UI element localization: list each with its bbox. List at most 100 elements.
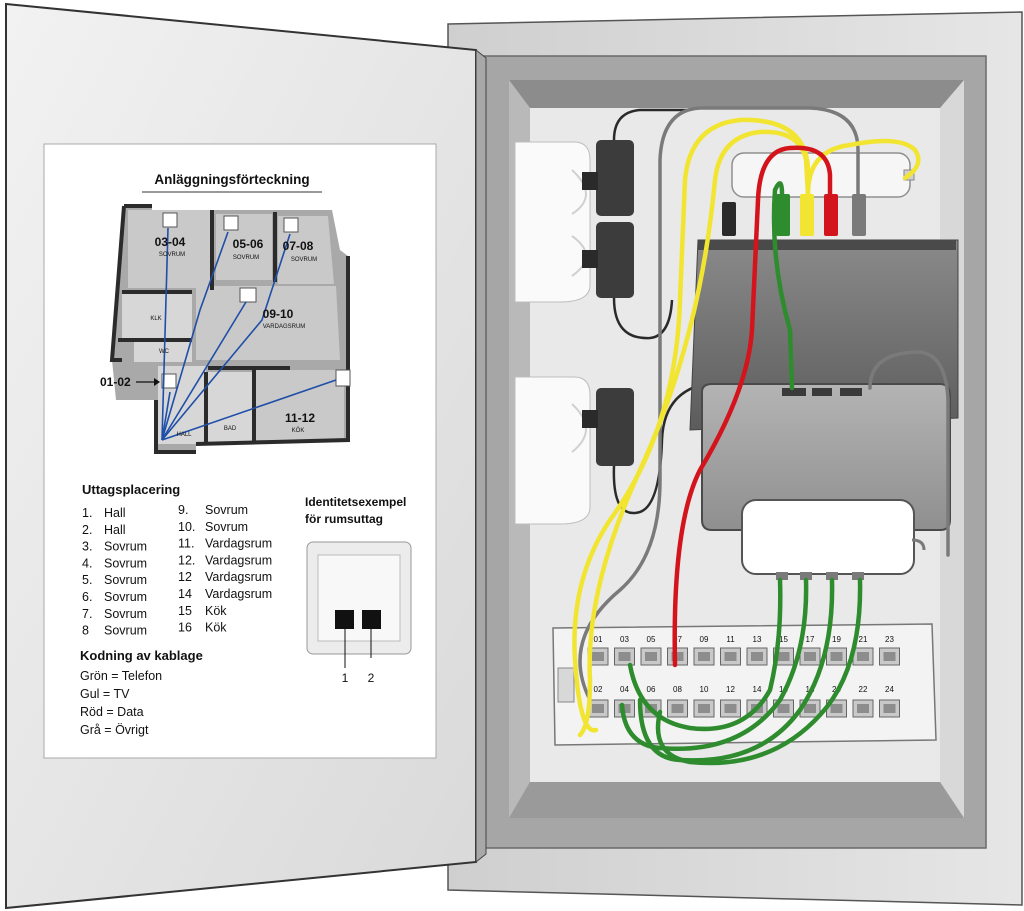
coding-heading: Kodning av kablage [80,648,203,663]
rj45-port [614,647,635,666]
port-number: 23 [885,635,894,644]
placement-right-number: 14 [178,587,192,601]
room-0708 [278,216,334,284]
port-number: 17 [806,635,815,644]
identity-heading-1: Identitetsexempel [305,495,406,509]
rj45-port [852,699,874,718]
room-name-hall: HALL [176,432,192,438]
placement-left-room: Sovrum [104,573,147,587]
socket-port-2 [362,610,381,629]
port-number: 22 [859,685,868,694]
yellow-cables [572,117,921,738]
placement-right-number: 16 [178,621,192,635]
room-name-0304: SOVRUM [159,252,185,258]
placement-left-number: 6. [82,590,92,604]
coding-item: Grå = Övrigt [80,723,149,737]
room-label-0910: 09-10 [263,307,294,321]
rj45-port [587,647,609,666]
placement-right-number: 11. [178,537,194,551]
rj45-port [746,647,768,666]
plan-socket-0102 [161,373,177,389]
room-label-0708: 07-08 [283,239,314,253]
placement-left-number: 1. [82,506,92,520]
room-name-0708: SOVRUM [291,257,317,263]
port-number: 04 [620,685,629,694]
placement-right-room: Sovrum [205,503,248,517]
placement-right-room: Vardagsrum [205,553,272,567]
socket-callout-label: 01-02 [100,375,131,389]
plan-socket-0910 [239,287,257,303]
connector-green [776,194,790,236]
room-0304 [128,210,210,288]
room-name-0506: SOVRUM [233,255,259,261]
connector-gray [852,194,866,236]
patch-panel-body [552,623,937,746]
port-number: 14 [753,685,762,694]
rj45-port [826,647,847,666]
rj45-port [799,647,821,666]
placement-left-room: Sovrum [104,590,147,604]
placement-left-number: 3. [82,540,92,554]
rj45-port [720,699,741,718]
placement-left-number: 8 [82,624,89,638]
room-label-1112: 11-12 [285,411,315,425]
port-number: 15 [779,635,788,644]
router [701,383,951,531]
socket-identity-example: 1 2 [306,541,412,685]
coding-item: Gul = TV [80,687,130,701]
port-number: 01 [594,635,603,644]
placement-right-number: 10. [178,520,195,534]
placement-right-room: Kök [205,621,227,635]
room-bad [208,372,254,444]
identity-heading-2: för rumsuttag [305,512,383,526]
placement-left-room: Sovrum [104,607,147,621]
plan-socket-0506 [223,215,239,231]
placement-right-number: 12. [178,553,195,567]
placement-left-number: 5. [82,573,92,587]
room-label-0506: 05-06 [233,237,264,251]
plan-socket-0304 [162,212,178,228]
room-kok [256,370,344,440]
lower-wall-socket [514,376,591,525]
port-number: 24 [885,685,894,694]
room-klk [122,294,192,338]
wall-sockets [514,141,591,525]
rj45-port [693,647,715,666]
port-number: 08 [673,685,682,694]
port-number: 12 [726,685,735,694]
cabinet-door [5,2,487,910]
room-name-wc: WC [159,349,170,355]
rj45-port [667,647,688,666]
room-0910 [196,286,340,360]
placement-list-left: 1.Hall2.Hall3.Sovrum4.Sovrum5.Sovrum6.So… [82,506,147,638]
placement-right-number: 9. [178,503,188,517]
floorplan-sockets [161,212,351,389]
placement-left-room: Hall [104,506,126,520]
placement-right-room: Sovrum [205,520,248,534]
placement-right-room: Vardagsrum [205,587,272,601]
gray-cables [578,106,950,702]
rj45-port [693,699,715,718]
room-name-1112: KÖK [292,427,305,434]
power-adapters [582,140,634,466]
connector-yellow [800,194,814,236]
placement-left-room: Sovrum [104,540,147,554]
cables [572,106,950,766]
placement-list-right: 9. Sovrum 10. Sovrum 11. Vardagsrum 12. Vardags… [178,503,272,635]
rj45-port [720,647,741,666]
plan-socket-0708 [283,217,299,233]
port-number: 06 [647,685,656,694]
port-number: 05 [647,635,656,644]
rj45-port [667,699,688,718]
floorplan-cabling [161,227,337,441]
rj45-port [879,647,900,666]
plan-socket-1112 [335,369,351,387]
placement-heading: Uttagsplacering [82,482,180,497]
port-number: 03 [620,635,629,644]
power-adapter-3 [596,388,634,466]
media-converter-box [689,239,959,431]
